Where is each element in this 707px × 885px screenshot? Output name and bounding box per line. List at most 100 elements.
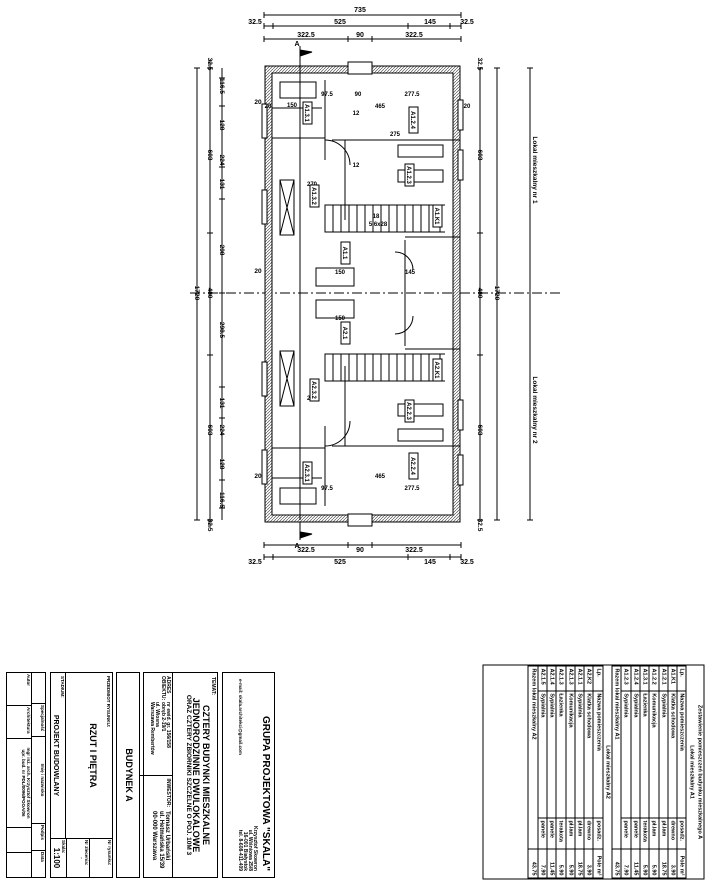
dim-window: 20 [254,473,262,480]
address-line: Warszawa Rembertów [149,702,156,755]
room-tag: A2.2.3 [404,399,415,423]
section-mark-top [299,46,313,66]
total-label: Razem lokal mieszkalny A1 [612,666,622,849]
signature-panel: Specjalność Imię i nazwisko Podpis Data … [6,672,46,878]
inner-dim: 465 [375,104,386,110]
room-tag: A2.3.2 [309,378,320,402]
dim-left: 298 [218,245,225,256]
inner-dim: 20 [464,104,471,110]
inner-dim: 277.5 [404,92,420,98]
room-area: 18.75 [658,848,668,878]
room-number: A2.K2 [584,666,594,691]
subject-panel: PRZEDMIOT RYSUNKU: RZUT I PIĘTRA STADIUM… [50,672,113,878]
dim-top: 32.5 [460,19,474,26]
building-name: BUDYNEK A [123,748,134,802]
investor-line: ul. Hetmańska 15/39 [157,811,164,869]
inner-dim: 12 [353,163,360,169]
room-area: 7.90 [621,848,631,878]
room-area: 11.45 [630,848,640,878]
dim-total-height: 1720 [193,286,200,301]
room-area: 18.75 [574,848,585,878]
inner-dim: 20 [265,104,272,110]
dim-top: 90 [356,32,364,39]
room-area: 3.90 [584,848,594,878]
room-tag: A1.2.3 [404,163,415,187]
section-mark-bottom [299,522,313,540]
unit-heading: Lokal mieszkalny A1 [688,745,695,799]
room-name: Sypialnia [574,690,585,818]
room-tag: A2.K1 [432,358,443,382]
floor-finish: panele [621,818,631,849]
room-area: 7.90 [537,848,547,878]
room-number: A1.2.3 [621,666,631,691]
room-name: Sypialnia [621,690,631,818]
room-name: Klatka schodowa [584,690,594,818]
svg-text:A1.3.2: A1.3.2 [310,187,316,205]
col-header: Lp. [677,666,687,691]
author-license: upr. bud. nr PDL/0096/POOA/06 [21,749,27,817]
table-title: Zestawienie pomieszczeń budynku mieszkal… [696,704,703,840]
drawing-number-label: Nr rysunku: [89,839,112,877]
svg-text:A2.1: A2.1 [341,327,347,340]
stage-label: STADIUM: [60,676,66,698]
col-header: Pole m² [593,848,603,878]
company-panel: GRUPA PROJEKTOWA "SKALA" Krzysztof Skowr… [222,672,275,878]
subject-label: PRZEDMIOT RYSUNKU: [106,676,111,728]
room-name: Komunikacja [565,690,575,818]
title-block: GRUPA PROJEKTOWA "SKALA" Krzysztof Skowr… [5,672,275,880]
total-label: Razem lokal mieszkalny A2 [528,666,538,849]
room-name: Łazienka [556,690,566,818]
dimension-lines-top [263,12,462,42]
dim-total-width: 735 [354,7,366,14]
floor-finish: pł.lam [658,818,668,849]
dim-left: 298.5 [218,322,225,339]
svg-text:A2.2.3: A2.2.3 [405,402,411,420]
svg-text:A1.K1: A1.K1 [433,207,439,225]
section-label: A [294,41,299,48]
room-tag: A2.3.1 [302,461,313,485]
address-label: ADRES OBIEKTU: [159,676,171,701]
sign-header: Specjalność [32,704,45,737]
floor-finish: panele [537,818,547,849]
dim-left: 116.5 [218,492,225,508]
inner-dim: 277.5 [404,486,420,492]
dimension-lines-right [477,67,533,521]
floor-finish: terakota [639,818,650,849]
investor-line: 00-000 Warszawa [151,811,158,861]
room-tag: A1.3.1 [302,101,313,125]
unit-heading: Lokal mieszkalny A2 [604,745,611,799]
topic-line: ORAZ CZTERY ZBIORNIKI SZCZELNE O POJ. 10… [184,694,192,856]
inner-dim: 90 [355,92,362,98]
dim-left: 603 [206,425,213,436]
drawing-subject: RZUT I PIĘTRA [88,723,99,788]
inner-dim: 275 [390,132,401,138]
dim-left: 32.5 [206,519,213,532]
dim-window: 20 [254,268,262,275]
table-header: Lp. Nazwa pomieszczenia posadz. Pole m² [677,666,687,878]
dimension-lines-left [194,60,225,528]
room-tag: A1.K1 [432,204,443,228]
room-name: Sypialnia [630,690,640,818]
svg-text:A2.3.2: A2.3.2 [310,381,316,399]
investor-line: Tomasz Urbański [164,811,170,861]
col-header: Nazwa pomieszczenia [593,690,603,818]
scale-value: 1:100 [52,847,62,869]
col-header: Pole m² [677,848,687,878]
room-number: A1.2.2 [649,666,659,691]
floor-plan: 735 32.5 525 145 32.5 322.5 90 322.5 322… [190,7,560,566]
room-number: A1.3.1 [639,666,650,691]
inner-dim: 5.6x28 [369,222,388,228]
room-area: 5.90 [649,848,659,878]
dim-left: 32.5 [206,58,213,71]
dim-window: 20 [254,99,262,106]
room-area: 5.90 [565,848,575,878]
